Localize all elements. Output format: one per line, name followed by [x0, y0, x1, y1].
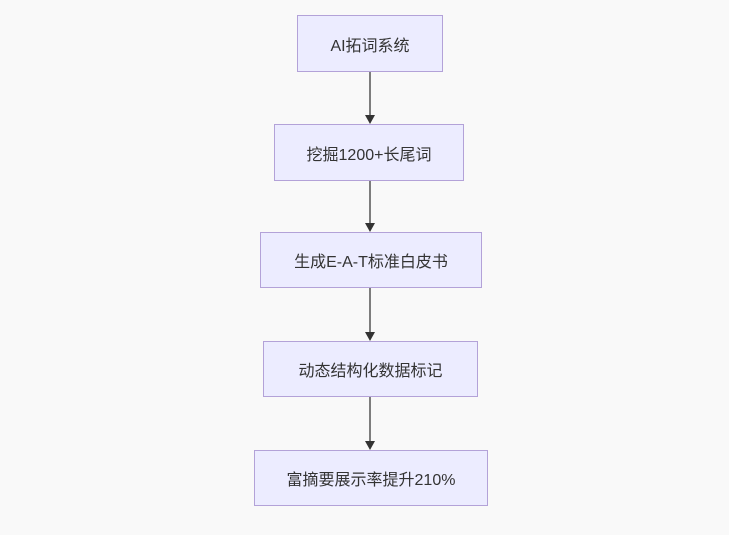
arrow-head-icon	[365, 332, 375, 341]
flow-arrow-1	[365, 72, 375, 124]
arrow-head-icon	[365, 115, 375, 124]
node-label: 动态结构化数据标记	[298, 363, 443, 380]
arrow-line	[369, 72, 371, 116]
arrow-head-icon	[365, 223, 375, 232]
flowchart-node-longtail-mining: 挖掘1200+长尾词	[274, 124, 464, 181]
node-label: 生成E-A-T标准白皮书	[294, 254, 448, 271]
arrow-line	[369, 397, 371, 442]
flow-arrow-3	[365, 288, 375, 341]
flow-arrow-4	[365, 397, 375, 450]
arrow-head-icon	[365, 441, 375, 450]
flowchart-node-structured-data-markup: 动态结构化数据标记	[263, 341, 478, 397]
arrow-line	[369, 181, 371, 224]
flow-arrow-2	[365, 181, 375, 232]
node-label: 富摘要展示率提升210%	[286, 472, 456, 489]
flowchart-node-eat-whitepaper: 生成E-A-T标准白皮书	[260, 232, 482, 288]
arrow-line	[369, 288, 371, 333]
flowchart-node-ai-keyword-system: AI拓词系统	[297, 15, 443, 72]
node-label: 挖掘1200+长尾词	[306, 146, 432, 164]
flowchart-node-rich-snippet-result: 富摘要展示率提升210%	[254, 450, 488, 506]
node-label: AI拓词系统	[330, 37, 410, 55]
